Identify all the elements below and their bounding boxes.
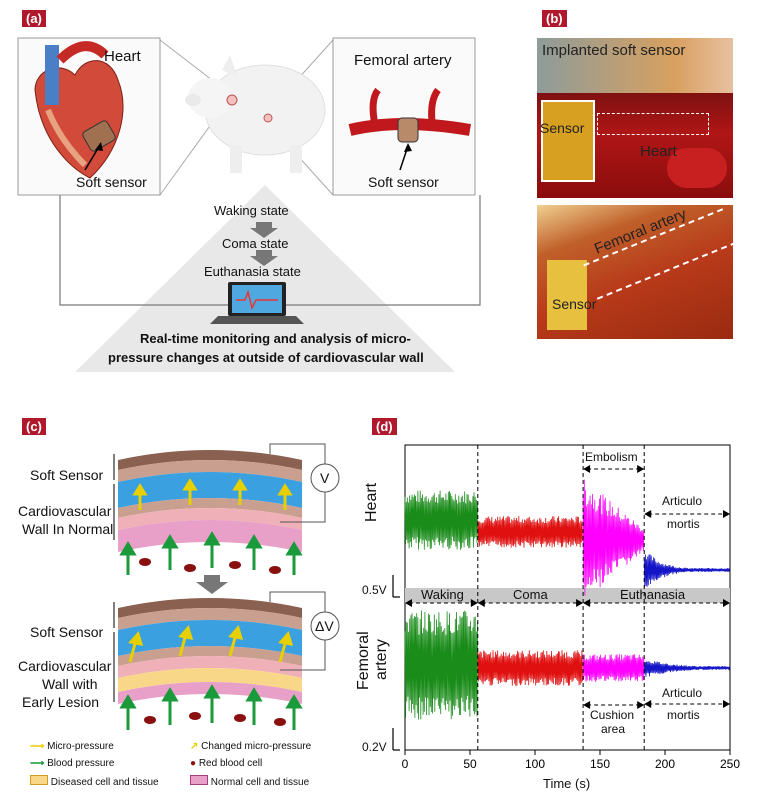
cushion-arrow-head (583, 701, 591, 709)
c-soft-sensor-2: Soft Sensor (30, 624, 104, 640)
heart-title: Heart (104, 48, 141, 65)
c-v-label: V (320, 470, 330, 486)
annot-articulo-1: Articulo (662, 494, 703, 508)
femoral-trace-coma (477, 650, 583, 686)
scale-label-bottom: 0.2V (362, 740, 387, 754)
panel-c-drawing (113, 443, 340, 730)
photo-implanted (537, 38, 733, 198)
artery-title: Femoral artery (354, 52, 452, 69)
y-label-heart: Heart (363, 482, 380, 522)
cushion-arrow-head (637, 701, 645, 709)
heart-sensor-label: Soft sensor (76, 174, 147, 190)
c-soft-sensor-1: Soft Sensor (30, 467, 104, 483)
c-wall-lesion-1: Cardiovascular (18, 658, 112, 674)
articulo-arrow-top-head (644, 510, 652, 518)
artery-sensor-label: Soft sensor (368, 174, 439, 190)
phase-band (405, 588, 730, 603)
embolism-arrow-head (583, 465, 591, 473)
heart-trace-waking (404, 490, 478, 550)
photo-caption-implanted: Implanted soft sensor (542, 42, 686, 59)
panel-d-label: (d) (372, 418, 397, 435)
triangle-background (75, 185, 455, 372)
heart-trace-mortis (643, 554, 730, 587)
photo-label-sensor: Sensor (540, 120, 585, 136)
coma-arrow-head (576, 599, 584, 607)
annot-articulo-b2: mortis (667, 708, 700, 722)
state-euthanasia: Euthanasia state (204, 264, 301, 279)
chart-traces (404, 479, 730, 720)
panel-a-label: (a) (22, 10, 46, 27)
femoral-trace-waking (404, 610, 478, 720)
pig-illustration (185, 55, 326, 173)
c-wall-normal-2: Wall In Normal (22, 521, 114, 537)
coma-arrow-head (477, 599, 485, 607)
chart-annotations (405, 465, 730, 709)
y-label-femoral-1: Femoral (355, 631, 372, 690)
state-waking: Waking state (214, 203, 289, 218)
monitor-text-1: Real-time monitoring and analysis of mic… (140, 331, 411, 346)
x-tick-label: 50 (463, 757, 477, 771)
femoral-trace-mortis (643, 661, 730, 677)
panel-b-label: (b) (542, 10, 567, 27)
x-tick-label: 150 (590, 757, 610, 771)
y-label-femoral-2: artery (373, 639, 390, 680)
phase-label-euthanasia: Euthanasia (620, 587, 686, 602)
x-axis-label: Time (s) (543, 776, 591, 791)
legend-changed-micro-pressure: ↗ Changed micro-pressure (190, 741, 312, 752)
c-dv-label: ΔV (315, 618, 334, 634)
annot-articulo-2: mortis (667, 517, 700, 531)
heart-trace-embolism (582, 479, 645, 596)
delta-voltmeter-icon (310, 611, 340, 641)
x-ticks: 0 50 100 150 200 250 (402, 750, 740, 771)
c-wall-lesion-3: Early Lesion (22, 694, 100, 710)
blood-pressure-arrows (119, 531, 303, 730)
photo-label-heart: Heart (640, 143, 677, 160)
c-wall-lesion-2: Wall with (42, 676, 98, 692)
state-coma: Coma state (222, 236, 289, 251)
monitor-text-2: pressure changes at outside of cardiovas… (108, 350, 424, 365)
euthanasia-arrow-head (723, 599, 730, 607)
micro-pressure-arrows (128, 478, 294, 663)
euthanasia-arrow-head (583, 599, 591, 607)
red-blood-cells (139, 558, 286, 726)
voltmeter-icon (310, 463, 340, 493)
x-tick-label: 250 (720, 757, 740, 771)
articulo-arrow-bottom-head (723, 700, 730, 708)
legend-blood-pressure: ⟶ Blood pressure (30, 758, 115, 769)
photo-label-sensor-2: Sensor (552, 296, 597, 312)
heart-trace-coma (477, 516, 583, 548)
c-wall-normal-1: Cardiovascular (18, 503, 112, 519)
artery-illustration (348, 87, 472, 171)
embolism-arrow-head (637, 465, 645, 473)
phase-dividers (477, 445, 645, 750)
panel-c-label: (c) (22, 418, 46, 435)
articulo-arrow-top-head (723, 510, 730, 518)
phase-label-coma: Coma (513, 587, 548, 602)
femoral-trace-cushion (582, 654, 645, 682)
annot-articulo-b1: Articulo (662, 686, 703, 700)
x-tick-label: 100 (525, 757, 545, 771)
legend-red-blood-cell: ● Red blood cell (190, 758, 263, 769)
panel-a-drawing (17, 37, 481, 372)
waking-arrow-head (470, 599, 478, 607)
laptop-icon (210, 282, 304, 324)
annot-embolism: Embolism (585, 450, 638, 464)
annot-cushion-2: area (601, 722, 626, 736)
waking-arrow-head (405, 599, 412, 607)
artery-inset-box (332, 37, 476, 196)
arrow-down-2 (250, 250, 278, 266)
legend-normal: Normal cell and tissue (190, 775, 309, 788)
annot-cushion-1: Cushion (590, 708, 635, 722)
x-tick-label: 200 (655, 757, 675, 771)
x-tick-label: 0 (402, 757, 409, 771)
legend-micro-pressure: ⟶ Micro-pressure (30, 741, 114, 752)
phase-label-waking: Waking (421, 587, 464, 602)
legend-diseased: Diseased cell and tissue (30, 775, 159, 788)
articulo-arrow-bottom-head (644, 700, 652, 708)
photo-femoral (537, 205, 733, 339)
transition-arrow (196, 575, 228, 594)
scale-label-top: 0.5V (362, 583, 387, 597)
arrow-down-1 (250, 222, 278, 238)
